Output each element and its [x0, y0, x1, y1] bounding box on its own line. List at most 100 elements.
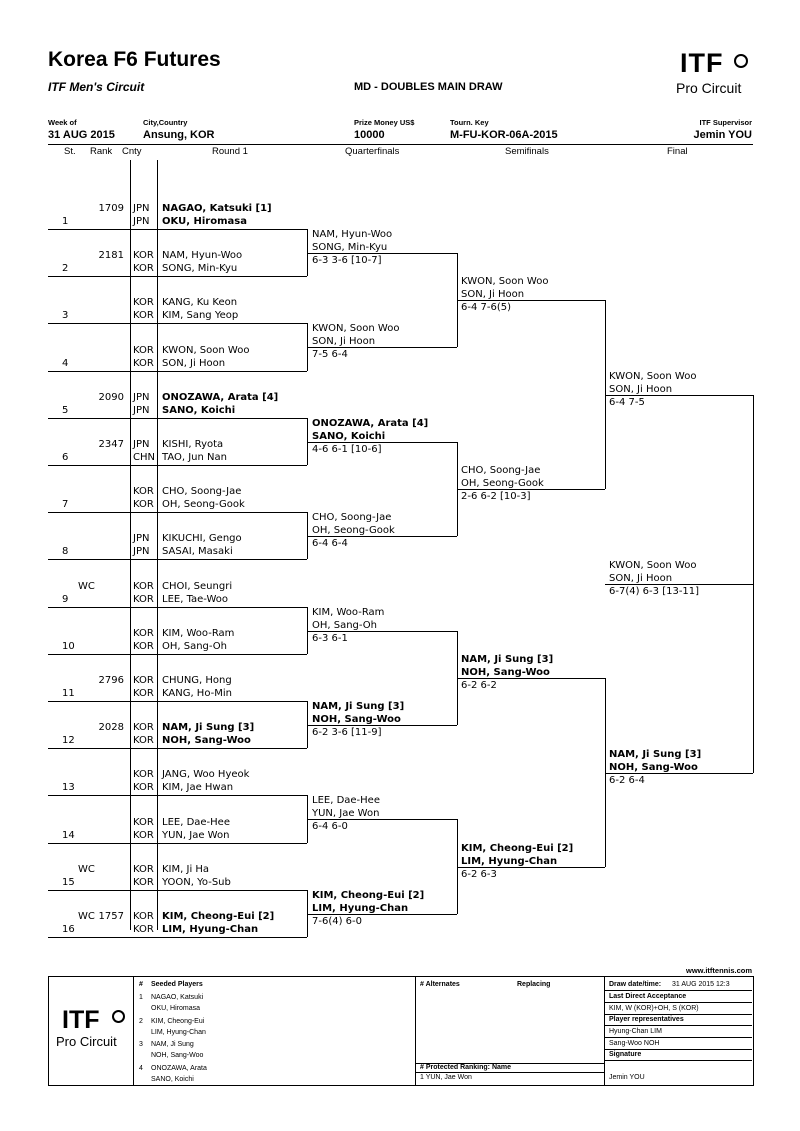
protected-ranking-entry: 1 YUN, Jae Won	[420, 1074, 472, 1081]
draw-position: 10	[62, 641, 75, 652]
rank: 2090	[98, 392, 124, 403]
seed-status: WC	[78, 911, 95, 922]
sf-player-2: NOH, Sang-Woo	[461, 667, 550, 678]
city-value: Ansung, KOR	[143, 129, 215, 141]
qf-score: 6-3 6-1	[312, 633, 348, 644]
country-2: KOR	[133, 688, 154, 699]
player-2: YOON, Yo-Sub	[162, 877, 231, 888]
qf-score: 6-4 6-4	[312, 538, 348, 549]
qf-player-1: KIM, Cheong-Eui [2]	[312, 890, 425, 901]
player-2: KIM, Jae Hwan	[162, 782, 234, 793]
player-1: NAM, Hyun-Woo	[162, 250, 243, 261]
country-2: KOR	[133, 263, 154, 274]
city-label: City,Country	[143, 118, 188, 127]
player-1: KIKUCHI, Gengo	[162, 533, 242, 544]
player-2: SON, Ji Hoon	[162, 358, 226, 369]
itf-logo-text: ITF	[680, 48, 724, 78]
supervisor-label: ITF Supervisor	[699, 118, 752, 127]
final-player-1: KWON, Soon Woo	[609, 371, 697, 382]
qf-player-2: SONG, Min-Kyu	[312, 242, 388, 253]
country-2: JPN	[133, 216, 150, 227]
player-1: KISHI, Ryota	[162, 439, 224, 450]
prize-value: 10000	[354, 129, 385, 141]
country-1: KOR	[133, 250, 154, 261]
draw-name: MD - DOUBLES MAIN DRAW	[354, 81, 503, 93]
qf-player-2: YUN, Jae Won	[312, 808, 380, 819]
final-player-2: NOH, Sang-Woo	[609, 762, 698, 773]
final-score: 6-2 6-4	[609, 775, 645, 786]
player-rep-1: Hyung-Chan LIM	[609, 1028, 662, 1035]
itf-logo: ITF Pro Circuit	[672, 48, 762, 100]
rank: 2181	[98, 250, 124, 261]
draw-position: 2	[62, 263, 69, 274]
player-1: CHOI, Seungri	[162, 581, 233, 592]
col-rank: Rank	[90, 146, 113, 157]
country-1: KOR	[133, 628, 154, 639]
rank: 1757	[98, 911, 124, 922]
seed-number: 1	[139, 994, 143, 1001]
draw-position: 4	[62, 358, 69, 369]
prize-label: Prize Money US$	[354, 118, 415, 127]
qf-player-1: NAM, Hyun-Woo	[312, 229, 393, 240]
country-2: KOR	[133, 358, 154, 369]
player-reps-label: Player representatives	[609, 1016, 684, 1023]
draw-position: 12	[62, 735, 75, 746]
tourn-key-label: Tourn. Key	[450, 118, 489, 127]
tourn-key-value: M-FU-KOR-06A-2015	[450, 129, 558, 141]
player-1: CHUNG, Hong	[162, 675, 232, 686]
qf-player-1: ONOZAWA, Arata [4]	[312, 418, 429, 429]
country-1: KOR	[133, 486, 154, 497]
player-2: KIM, Sang Yeop	[162, 310, 239, 321]
col-country: Cnty	[122, 146, 142, 157]
tournament-title: Korea F6 Futures	[48, 48, 221, 71]
country-1: JPN	[133, 392, 150, 403]
qf-score: 6-2 3-6 [11-9]	[312, 727, 382, 738]
country-2: JPN	[133, 405, 150, 416]
header-rule	[48, 144, 753, 145]
replacing-header: Replacing	[517, 981, 551, 988]
col-quarterfinals: Quarterfinals	[345, 146, 400, 157]
draw-position: 14	[62, 830, 75, 841]
seed-player-1: KIM, Cheong-Eui	[151, 1017, 205, 1025]
seed-player-1: ONOZAWA, Arata	[151, 1064, 207, 1072]
footer-itf-logo: ITF Pro Circuit	[56, 1006, 132, 1056]
website: www.itftennis.com	[686, 966, 752, 975]
last-direct-value: KIM, W (KOR)+OH, S (KOR)	[609, 1005, 699, 1012]
qf-player-1: NAM, Ji Sung [3]	[312, 701, 405, 712]
player-2: NOH, Sang-Woo	[162, 735, 251, 746]
country-2: KOR	[133, 310, 154, 321]
country-2: KOR	[133, 735, 154, 746]
draw-position: 6	[62, 452, 69, 463]
country-1: JPN	[133, 533, 150, 544]
country-2: JPN	[133, 546, 150, 557]
rank: 2347	[98, 439, 124, 450]
draw-datetime-value: 31 AUG 2015 12:3	[672, 981, 730, 988]
protected-ranking-header: # Protected Ranking: Name	[420, 1064, 512, 1071]
player-2: TAO, Jun Nan	[162, 452, 227, 463]
qf-player-1: LEE, Dae-Hee	[312, 795, 380, 806]
country-1: KOR	[133, 911, 154, 922]
draw-position: 3	[62, 310, 69, 321]
sf-player-1: KIM, Cheong-Eui [2]	[461, 843, 574, 854]
seed-number: 3	[139, 1041, 143, 1048]
qf-player-2: SANO, Koichi	[312, 431, 386, 442]
week-value: 31 AUG 2015	[48, 129, 115, 141]
col-semifinals: Semifinals	[505, 146, 549, 157]
itf-logo-sub: Pro Circuit	[676, 80, 742, 96]
col-final: Final	[667, 146, 688, 157]
tennis-ball-icon	[734, 54, 748, 68]
country-1: KOR	[133, 769, 154, 780]
qf-player-2: NOH, Sang-Woo	[312, 714, 401, 725]
player-1: NAM, Ji Sung [3]	[162, 722, 255, 733]
qf-score: 4-6 6-1 [10-6]	[312, 444, 382, 455]
country-1: KOR	[133, 817, 154, 828]
sf-score: 6-4 7-6(5)	[461, 302, 512, 313]
qf-player-1: CHO, Soong-Jae	[312, 512, 392, 523]
player-1: JANG, Woo Hyeok	[162, 769, 250, 780]
final-score: 6-4 7-5	[609, 397, 645, 408]
country-1: KOR	[133, 345, 154, 356]
champion-player-2: SON, Ji Hoon	[609, 573, 673, 584]
sf-player-1: NAM, Ji Sung [3]	[461, 654, 554, 665]
seed-number: 2	[139, 1017, 143, 1025]
player-2: OKU, Hiromasa	[162, 216, 247, 227]
